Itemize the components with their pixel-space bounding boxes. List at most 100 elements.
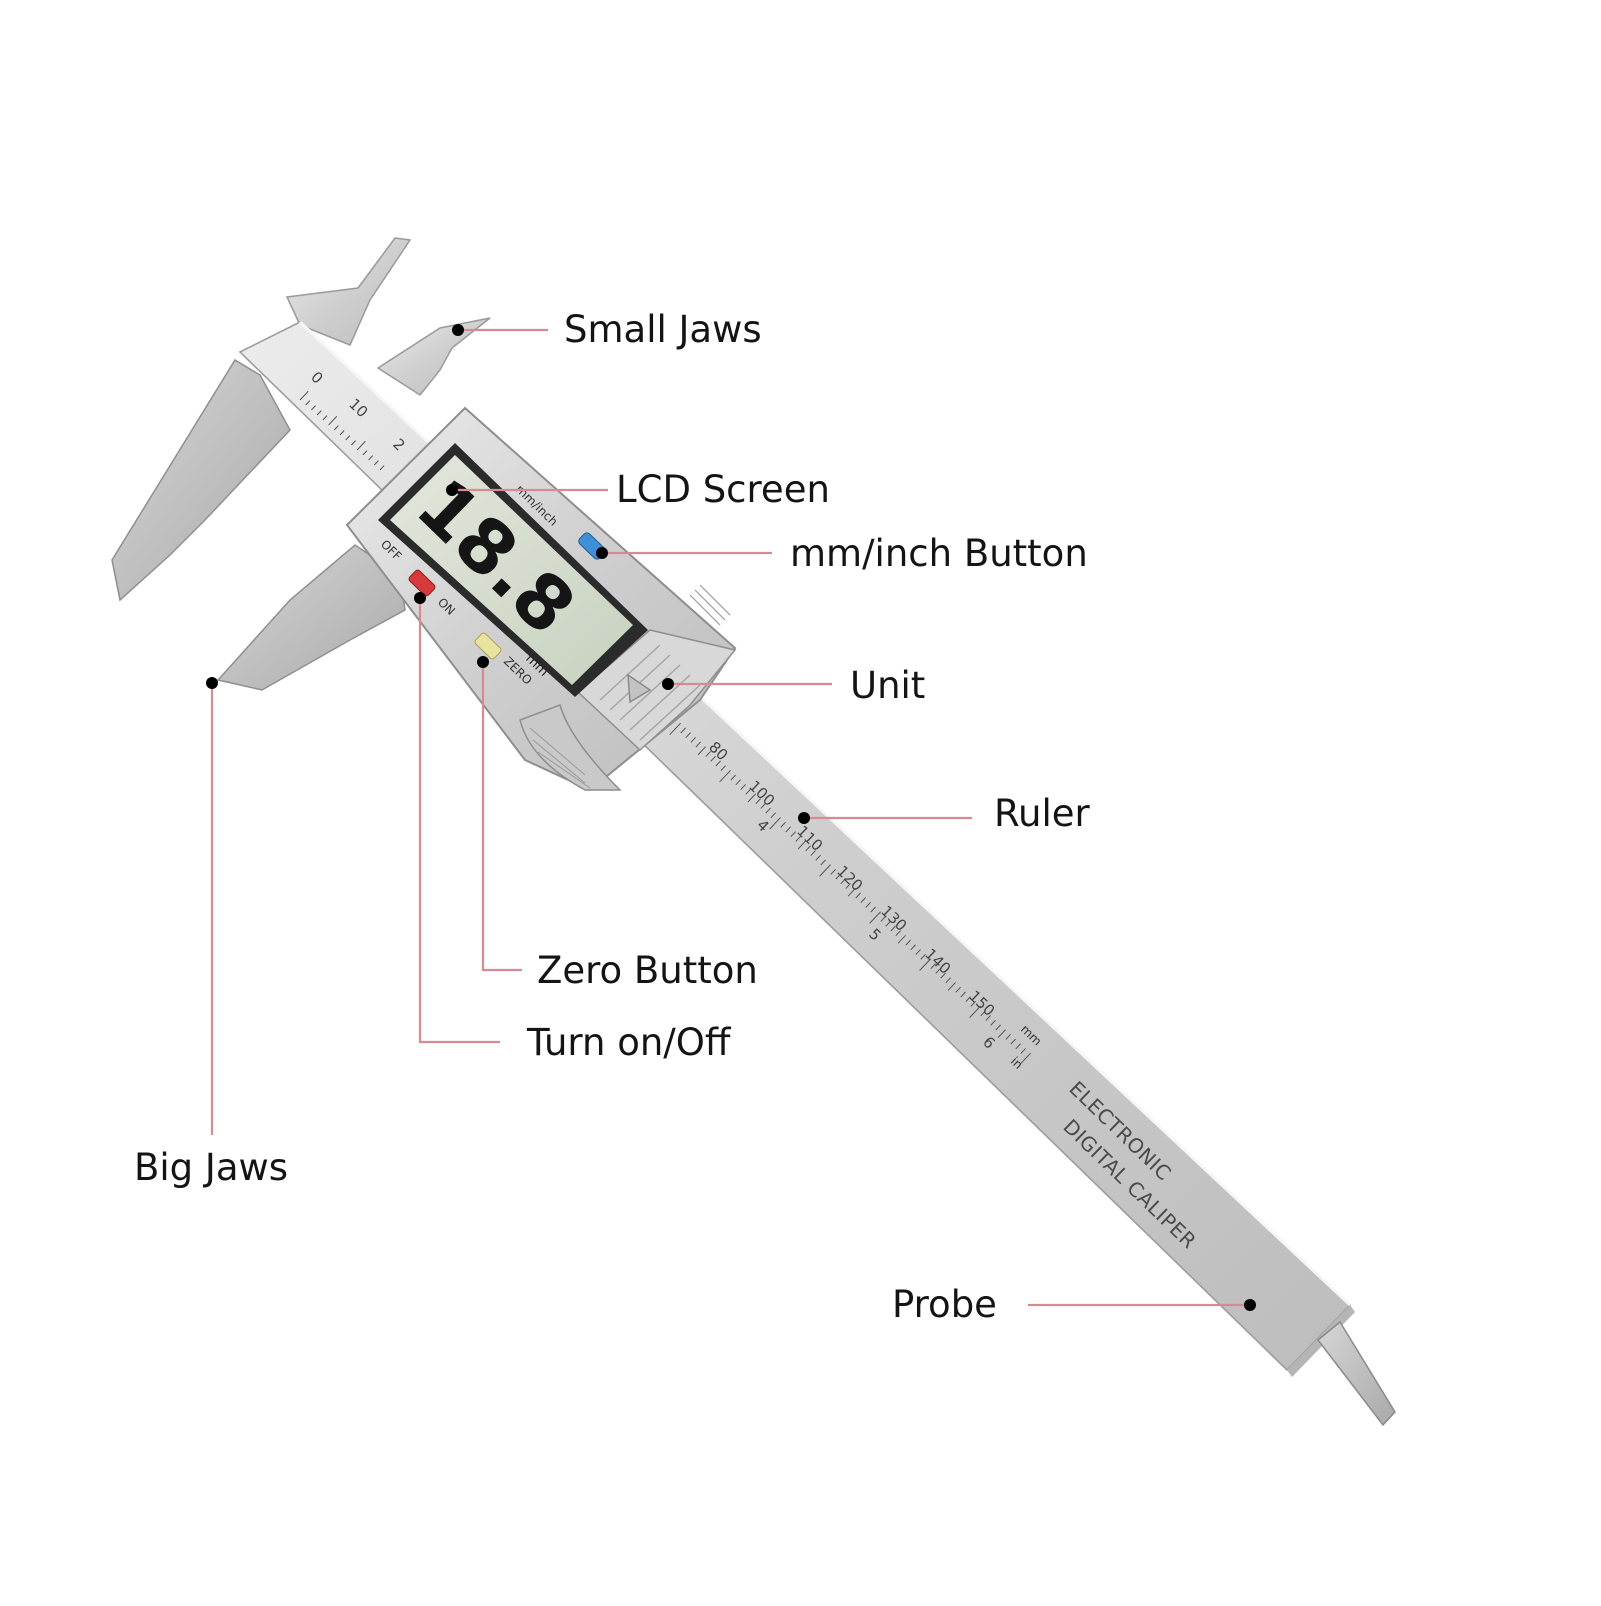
- ruler-tick: [930, 963, 936, 970]
- small-jaw-sliding: [376, 317, 491, 396]
- ruler-tick: [695, 741, 701, 748]
- ruler-tick: [1015, 1043, 1021, 1050]
- big-jaw-sliding: [216, 544, 406, 691]
- ruler-tick: [865, 901, 871, 908]
- ruler-tick: [1020, 1048, 1026, 1054]
- label-big-jaws: Big Jaws: [134, 1146, 288, 1189]
- ruler-tick: [870, 906, 876, 913]
- lcd-screen[interactable]: [390, 455, 633, 685]
- callouts: [206, 324, 1256, 1311]
- grip-block: [576, 629, 737, 752]
- ruler-tick: [760, 802, 766, 809]
- ruler-tick: [685, 732, 691, 739]
- ruler-tick: [362, 450, 368, 456]
- ruler-tick: [970, 1000, 976, 1007]
- ruler-tick: [969, 1005, 981, 1019]
- ruler-tick: [920, 953, 926, 960]
- ruler-tick: [869, 911, 881, 924]
- ruler-tick: [379, 465, 385, 471]
- ruler-tick: [995, 1024, 1001, 1031]
- ruler-tick: [333, 425, 339, 431]
- ruler-tick: [965, 996, 971, 1003]
- label-turn-on-off: Turn on/Off: [526, 1021, 732, 1064]
- ruler-tick: [1010, 1038, 1016, 1045]
- ruler-tick: [368, 455, 374, 461]
- ruler-tick: [345, 435, 351, 441]
- ruler-tick: [890, 925, 896, 932]
- ruler-ticks: [299, 390, 1031, 1066]
- ruler-tick: [915, 949, 921, 955]
- ruler-tick: [765, 807, 771, 814]
- ruler-tick: [990, 1019, 996, 1026]
- ruler-tick: [305, 400, 311, 406]
- ruler-tick: [895, 930, 901, 937]
- ruler-tick: [785, 826, 791, 833]
- ruler-tick: [769, 817, 781, 830]
- ruler-tick: [735, 779, 741, 786]
- ruler-tick: [795, 835, 801, 842]
- ruler-tick: [719, 769, 731, 783]
- ruler-tick: [322, 415, 328, 421]
- depth-probe: [1316, 1320, 1396, 1427]
- ruler-tick: [730, 774, 736, 781]
- ruler-tick: [820, 859, 826, 866]
- ruler-tick: [840, 878, 846, 885]
- ruler-tick: [985, 1015, 991, 1021]
- label-zero-button: Zero Button: [537, 949, 758, 992]
- unit-arrow-icon: [627, 673, 652, 704]
- ruler-tick: [328, 415, 338, 426]
- ruler-tick: [945, 977, 951, 984]
- ruler-tick: [745, 788, 751, 795]
- ruler-tick: [697, 746, 706, 756]
- ruler-tick: [680, 727, 686, 734]
- ruler-tick: [910, 944, 916, 951]
- ruler-tick: [740, 784, 746, 790]
- ruler-tick: [935, 967, 941, 974]
- ruler-tick: [705, 751, 711, 757]
- ruler-tick: [940, 972, 946, 979]
- ruler-tick: [373, 460, 379, 466]
- ruler-tick: [805, 845, 811, 852]
- on-off-button[interactable]: [408, 569, 436, 597]
- ruler-tick: [947, 982, 956, 991]
- ruler-tick: [905, 939, 911, 946]
- ruler-tick: [847, 887, 856, 897]
- ruler-tick: [316, 410, 322, 416]
- label-probe: Probe: [892, 1283, 997, 1326]
- ruler-tick: [1005, 1033, 1011, 1040]
- ruler-tick: [339, 430, 345, 436]
- ruler-tick: [880, 916, 886, 922]
- ruler-tick: [1019, 1052, 1031, 1066]
- ruler-tick: [810, 850, 816, 856]
- ruler-tick: [669, 722, 681, 736]
- ruler-tick: [720, 765, 726, 772]
- ruler-tick: [710, 755, 716, 762]
- zero-button[interactable]: [474, 632, 502, 660]
- ruler-tick: [770, 812, 776, 819]
- ruler-tick: [715, 760, 721, 767]
- ruler-tick: [311, 405, 316, 411]
- ruler-tick: [351, 440, 356, 446]
- label-lcd-screen: LCD Screen: [616, 468, 830, 511]
- label-small-jaws: Small Jaws: [564, 308, 762, 351]
- labels: Small Jaws LCD Screen mm/inch Button Uni…: [134, 308, 1091, 1326]
- ruler-tick: [299, 390, 309, 401]
- ruler-tick: [955, 986, 961, 993]
- label-unit: Unit: [850, 664, 925, 707]
- ruler-tick: [747, 793, 756, 803]
- ruler-tick: [790, 831, 796, 838]
- ruler-tick: [885, 920, 891, 927]
- label-ruler: Ruler: [994, 792, 1091, 835]
- ruler-tick: [755, 798, 761, 805]
- ruler-tick: [997, 1029, 1006, 1038]
- ruler-tick: [780, 821, 786, 828]
- ruler-tick: [860, 897, 866, 904]
- caliper: 18.8 mm mm/inch OFF ON ZERO 0 10 2 80 10…: [111, 237, 1396, 1427]
- ruler-tick: [897, 934, 906, 944]
- ruler-tick: [855, 892, 861, 899]
- ruler-tick: [797, 840, 806, 850]
- ruler-tick: [356, 440, 366, 451]
- ruler-tick: [815, 854, 821, 861]
- thumb-wheel: [519, 704, 622, 791]
